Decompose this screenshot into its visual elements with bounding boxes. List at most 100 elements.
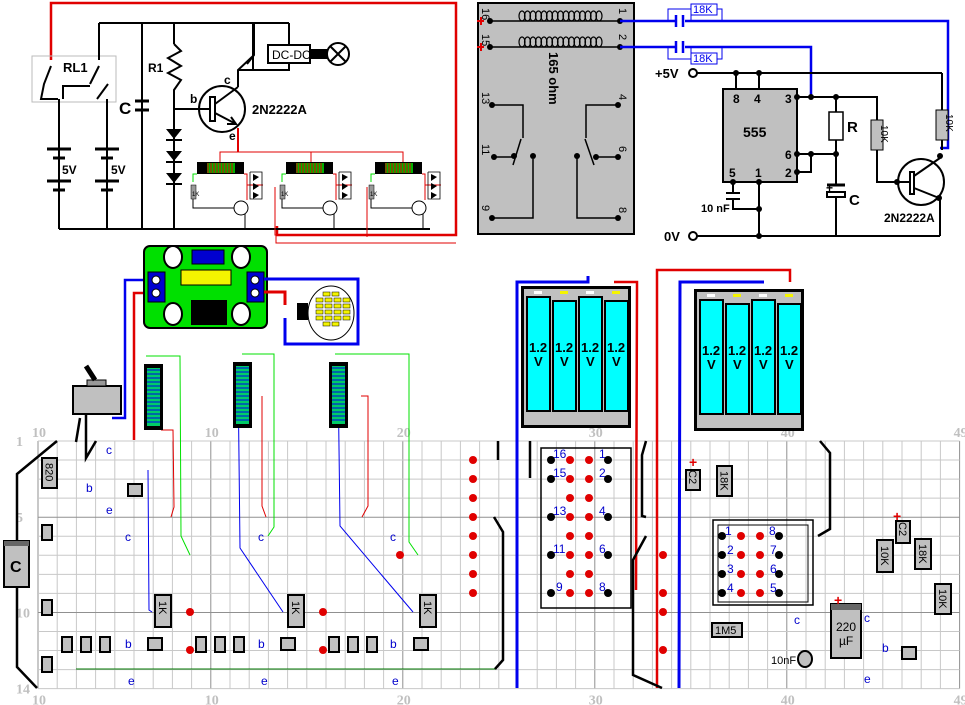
- ic-pin-label: 6: [770, 562, 777, 576]
- cap-10nf-label: 10 nF: [701, 203, 730, 215]
- led-icon: [431, 183, 437, 190]
- diode: [366, 636, 378, 653]
- resistor-10k-label: 10K: [936, 589, 948, 609]
- cell-voltage-label: V: [759, 357, 768, 372]
- pin-b-label: b: [390, 637, 397, 651]
- relay-pin-label: 6: [599, 542, 606, 556]
- breadboard-hole: [756, 532, 764, 540]
- resistor-1k: 1K: [419, 594, 437, 628]
- toggle-lever: [83, 364, 98, 382]
- ic-555: [722, 88, 798, 183]
- resistor-1m5-label: 1M5: [715, 625, 736, 637]
- column-number: 49: [954, 694, 965, 705]
- battery-label: 5V: [62, 163, 77, 177]
- ic-pin-label: 8: [769, 524, 776, 538]
- transistor-body: [147, 637, 163, 651]
- pin-e-label: e: [864, 672, 871, 686]
- ic-pin-label: 5: [729, 166, 736, 180]
- breadboard-hole: [737, 551, 745, 559]
- diode: [195, 636, 207, 653]
- battery-pack: 1.2V1.2V1.2V1.2V: [521, 286, 631, 428]
- breadboard-hole: [737, 589, 745, 597]
- battery-label: 5V: [111, 163, 126, 177]
- pin-b-label: b: [125, 637, 132, 651]
- led-icon: [342, 192, 348, 199]
- column-number: 10: [205, 694, 219, 705]
- ic-pin-label: 2: [727, 543, 734, 557]
- ic-pin-label: 4: [727, 581, 734, 595]
- resistor-r-label: R: [847, 119, 858, 136]
- breadboard-hole: [585, 513, 593, 521]
- resistor-r1-icon: [165, 43, 184, 109]
- relay-box: [31, 55, 117, 103]
- breadboard-hole: [585, 589, 593, 597]
- cell-voltage-label: 1.2: [728, 343, 746, 358]
- breadboard-hole: [547, 456, 555, 464]
- cell-voltage-label: 1.2: [555, 340, 573, 355]
- pin-e-label: e: [261, 674, 268, 688]
- breadboard-hole: [718, 589, 726, 597]
- led-icon: [253, 174, 259, 181]
- ground-label: 0V: [664, 229, 680, 244]
- capacitor-unit-label: µF: [839, 634, 853, 648]
- breadboard-hole: [547, 475, 555, 483]
- resistor-label: 10K: [878, 125, 889, 143]
- transistor-body: [280, 637, 296, 651]
- led-chip: [324, 297, 333, 303]
- led-chip: [333, 303, 342, 309]
- row-number: 1: [16, 435, 23, 450]
- transistor-body: [127, 483, 143, 497]
- cell-voltage-label: 1.2: [702, 343, 720, 358]
- wire: [261, 396, 267, 518]
- supply-label: +5V: [655, 66, 679, 81]
- resistor-1k-label: 1K: [156, 601, 168, 615]
- column-number: 40: [781, 694, 795, 705]
- led-icon: [431, 174, 437, 181]
- battery-cell: [701, 301, 722, 413]
- led-chip: [322, 321, 331, 327]
- pin-b-label: b: [190, 92, 197, 106]
- breadboard-hole: [775, 589, 783, 597]
- battery-cell: [554, 302, 575, 410]
- led-icon: [253, 192, 259, 199]
- breadboard-hole: [566, 475, 574, 483]
- resistor-10k: 10K: [876, 539, 894, 573]
- breadboard-grid: 101010102020303040404949115510101414: [16, 426, 965, 705]
- transistor-icon: [322, 200, 338, 216]
- breadboard-wires: [15, 268, 832, 690]
- led-chip: [315, 309, 324, 315]
- breadboard-hole: [186, 608, 194, 616]
- breadboard-hole: [775, 551, 783, 559]
- inductor-module: [144, 364, 163, 430]
- column-number: 30: [589, 694, 603, 705]
- diode: [328, 636, 340, 653]
- led-module: 1K: [190, 162, 263, 229]
- breadboard-hole: [585, 456, 593, 464]
- wire: [237, 368, 284, 613]
- breadboard-hole: [469, 513, 477, 521]
- breadboard-hole: [469, 456, 477, 464]
- breadboard-hole: [566, 456, 574, 464]
- column-number: 10: [205, 426, 219, 441]
- led-chip: [315, 315, 324, 321]
- relay-footprint: [540, 447, 632, 609]
- cell-voltage-label: V: [733, 357, 742, 372]
- breadboard-hole: [718, 570, 726, 578]
- cell-voltage-label: V: [586, 354, 595, 369]
- relay-pin-label: 1: [616, 8, 628, 14]
- row-number: 14: [16, 683, 30, 698]
- pin-c-label: c: [258, 530, 264, 544]
- transistor-icon: [897, 157, 945, 206]
- capacitor-c2: C2: [685, 469, 701, 491]
- battery-cell: [727, 305, 748, 413]
- lamp-icon: [326, 42, 350, 66]
- relay-pin-label: 8: [599, 580, 606, 594]
- ground-terminal: [688, 231, 698, 241]
- capacitor-c2-label: C2: [896, 522, 908, 536]
- battery-cell: [528, 298, 549, 410]
- led-module: 1K: [279, 162, 352, 229]
- relay-pin-label: 15: [479, 34, 491, 46]
- resistor-1k-label: 1K: [421, 601, 433, 615]
- breadboard-hole: [585, 475, 593, 483]
